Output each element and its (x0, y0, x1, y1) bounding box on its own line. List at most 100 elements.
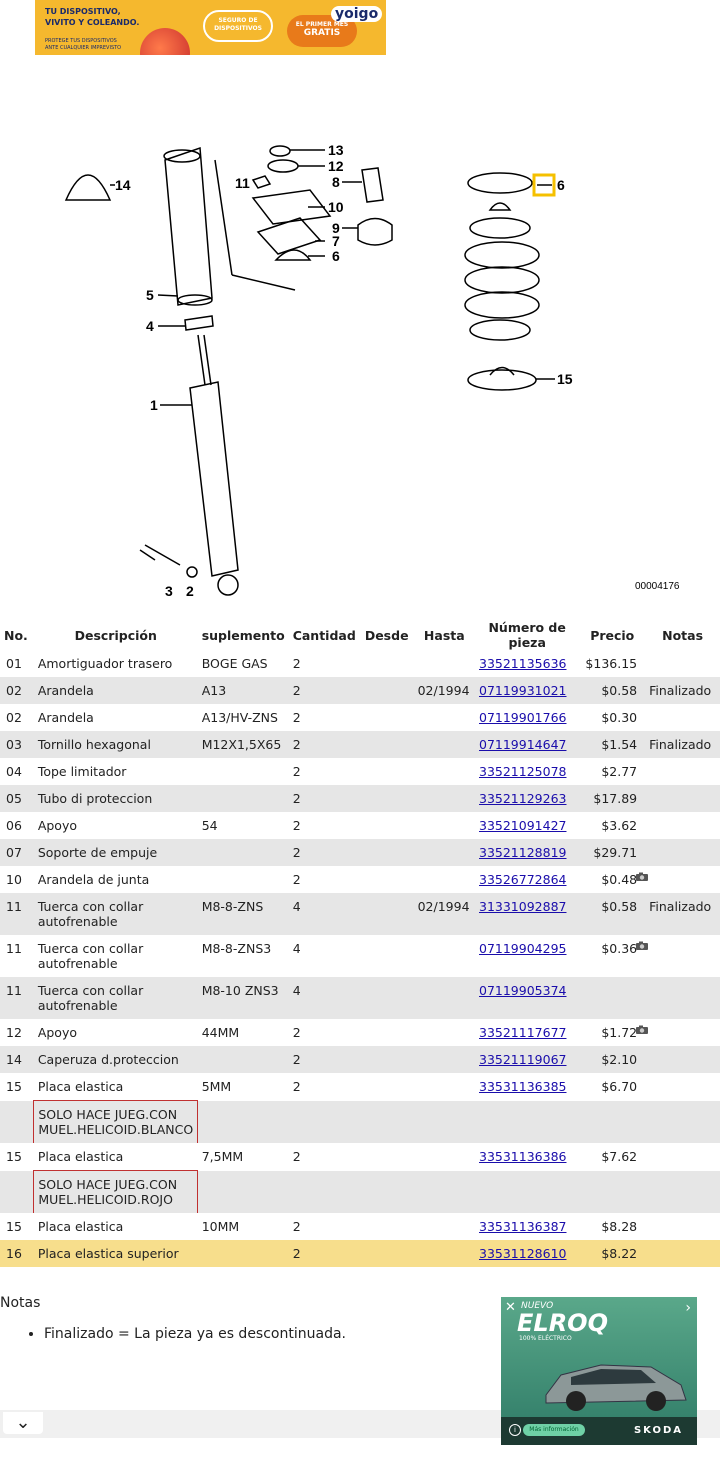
cell-cantidad: 2 (292, 710, 301, 725)
top-advertisement-banner[interactable]: TU DISPOSITIVO,VIVITO Y COLEANDO. PROTEG… (35, 0, 386, 55)
cell-precio: $1.54 (579, 731, 646, 758)
diagram-part-9 (357, 217, 393, 246)
cell-descripcion: Tuerca con collar autofrenable (33, 893, 198, 935)
cell-descripcion: Arandela de junta (37, 872, 150, 887)
diagram-part-10 (251, 189, 332, 225)
part-number-link[interactable]: 33521135636 (479, 656, 567, 671)
svg-text:6: 6 (332, 248, 340, 264)
camera-icon[interactable] (635, 941, 649, 951)
cell-numero-pieza: 07119901766 (475, 704, 579, 731)
cell-numero-pieza: 33521117677 (475, 1019, 579, 1046)
cell-notas (636, 1019, 720, 1046)
cell-cantidad: 4 (292, 941, 301, 956)
part-number-link[interactable]: 33521117677 (479, 1025, 567, 1040)
info-icon[interactable]: i (509, 1424, 521, 1436)
cell-hasta (413, 839, 475, 866)
part-number-link[interactable]: 07119914647 (479, 737, 567, 752)
chevron-down-icon[interactable]: ⌄ (3, 1412, 43, 1434)
price-value: $6.70 (601, 1079, 638, 1094)
diagram-part-12 (267, 159, 299, 173)
part-number-link[interactable]: 33531136385 (479, 1079, 567, 1094)
cell-desde (360, 1213, 414, 1240)
cell-notas (645, 758, 720, 785)
cell-descripcion: Placa elastica (37, 1219, 124, 1234)
ad-side-title: ELROQ (517, 1309, 608, 1337)
cell-descripcion: Arandela (33, 677, 198, 704)
part-number-link[interactable]: 33521125078 (479, 764, 567, 779)
chevron-right-icon[interactable]: › (685, 1300, 691, 1316)
cell-no: 11 (0, 977, 34, 1019)
cell-numero-pieza: 07119904295 (475, 935, 579, 977)
price-value: $1.54 (601, 737, 638, 752)
camera-icon[interactable] (635, 872, 649, 882)
part-number-link[interactable]: 31331092887 (479, 899, 567, 914)
cell-desde (359, 893, 414, 935)
part-number-link[interactable]: 07119905374 (479, 983, 567, 998)
cell-notas (645, 704, 720, 731)
part-number-link[interactable]: 33521091427 (479, 818, 567, 833)
parts-table: No. Descripción suplemento Cantidad Desd… (0, 620, 720, 1267)
price-value: $2.10 (601, 1052, 638, 1067)
diagram-boot-5 (164, 146, 213, 306)
cell-desde (360, 1019, 414, 1046)
cell-desde (359, 785, 414, 812)
part-number-link[interactable]: 07119904295 (479, 941, 567, 956)
close-icon[interactable]: ✕ (505, 1300, 516, 1315)
part-number-link[interactable]: 07119931021 (479, 683, 567, 698)
cell-descripcion: Caperuza d.proteccion (33, 1046, 198, 1073)
diagram-spring-coil (469, 217, 531, 239)
cell-empty (197, 1100, 720, 1143)
cell-hasta (414, 935, 475, 977)
cell-empty (0, 1100, 34, 1143)
cell-no: 02 (6, 710, 22, 725)
svg-text:14: 14 (115, 177, 131, 193)
mas-informacion-button[interactable]: Más información (523, 1424, 585, 1436)
cell-hasta (414, 1143, 475, 1171)
part-number-link[interactable]: 33521129263 (479, 791, 567, 806)
cell-notas (645, 1213, 720, 1240)
col-notas: Notas (662, 627, 704, 643)
cell-cantidad: 2 (292, 764, 301, 779)
diagram-shock-1 (189, 381, 239, 577)
cell-suplemento: M8-10 ZNS3 (197, 977, 289, 1019)
col-numero-pieza: Número de pieza (488, 620, 566, 650)
price-value: $0.58 (601, 899, 638, 914)
svg-text:3: 3 (165, 583, 173, 599)
row-note: SOLO HACE JUEG.CON MUEL.HELICOID.BLANCO (33, 1100, 199, 1143)
part-number-link[interactable]: 33521128819 (479, 845, 567, 860)
cell-notas (636, 866, 720, 893)
camera-icon[interactable] (635, 1025, 649, 1035)
cell-descripcion: Apoyo (37, 1025, 77, 1040)
cell-notas (645, 839, 720, 866)
cell-desde (360, 812, 414, 839)
part-number-link[interactable]: 33521119067 (479, 1052, 567, 1067)
price-value: $0.36 (601, 941, 638, 956)
part-number-link[interactable]: 07119901766 (479, 710, 567, 725)
part-number-link[interactable]: 33531136387 (479, 1219, 567, 1234)
cell-numero-pieza: 33521091427 (475, 812, 579, 839)
cell-suplemento: 5MM (201, 1079, 232, 1094)
part-number-link[interactable]: 33526772864 (479, 872, 567, 887)
cell-notas (645, 812, 720, 839)
cell-notas (645, 785, 720, 812)
cell-desde (359, 1046, 414, 1073)
cell-numero-pieza: 33531128610 (475, 1240, 580, 1267)
price-value: $8.28 (601, 1219, 638, 1234)
cell-hasta (414, 650, 475, 677)
cell-suplemento: 44MM (201, 1025, 240, 1040)
cell-precio: $8.28 (579, 1213, 645, 1240)
side-advertisement[interactable]: ✕ › NUEVO ELROQ 100% ELÉCTRICO i Más inf… (501, 1297, 697, 1445)
cell-notas (645, 1143, 720, 1171)
cell-numero-pieza: 33521135636 (475, 650, 579, 677)
part-number-link[interactable]: 33531136386 (479, 1149, 567, 1164)
part-number-link[interactable]: 33531128610 (479, 1246, 567, 1261)
cell-no: 02 (0, 677, 34, 704)
cell-descripcion: Placa elastica (37, 1079, 124, 1094)
svg-text:10: 10 (328, 199, 344, 215)
